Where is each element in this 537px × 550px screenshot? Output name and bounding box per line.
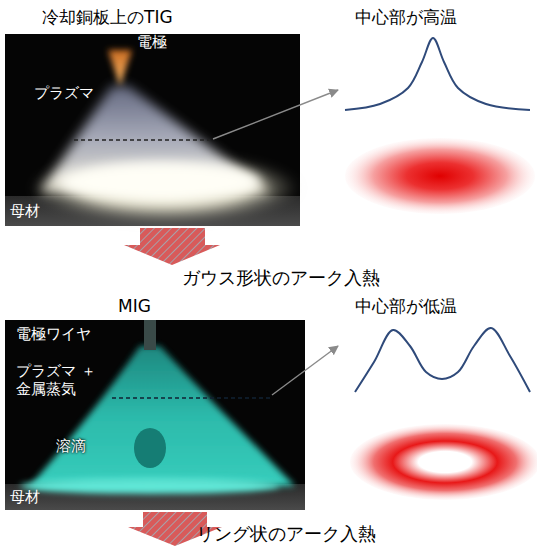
part-label: 電極ワイヤ bbox=[16, 325, 91, 343]
part-label: 電極 bbox=[137, 33, 167, 51]
ring-heat-map bbox=[350, 424, 537, 500]
plasma-core bbox=[60, 164, 260, 200]
heat-input-arrow bbox=[124, 228, 220, 265]
double-peak-curve bbox=[355, 328, 530, 392]
profile-title: 中心部が高温 bbox=[355, 7, 457, 27]
mig-photo bbox=[5, 320, 305, 510]
profile-title: 中心部が低温 bbox=[355, 296, 457, 316]
part-label: プラズマ bbox=[34, 84, 94, 102]
section-title: MIG bbox=[118, 296, 151, 316]
leader-arrow bbox=[272, 346, 338, 395]
droplet bbox=[134, 428, 166, 468]
gaussian-curve bbox=[345, 38, 530, 110]
caption-text: リング状のアーク入熱 bbox=[196, 523, 376, 545]
dashed-section bbox=[74, 139, 210, 140]
plasma-foot bbox=[20, 478, 280, 494]
photo-ground bbox=[5, 320, 305, 510]
part-label: プラズマ ＋金属蒸気 bbox=[16, 362, 108, 398]
section-title: 冷却銅板上のTIG bbox=[42, 7, 173, 27]
part-label: 溶滴 bbox=[56, 437, 86, 455]
caption-text: ガウス形状のアーク入熱 bbox=[182, 267, 380, 289]
photo-ground bbox=[5, 34, 300, 226]
gaussian-heat-map bbox=[345, 138, 535, 214]
tig-photo bbox=[5, 34, 300, 226]
electrode bbox=[108, 50, 132, 86]
leader-arrow bbox=[213, 90, 338, 139]
dashed-section bbox=[112, 397, 270, 398]
part-label: 母材 bbox=[10, 488, 40, 506]
part-label: 母材 bbox=[10, 202, 40, 220]
electrode-wire bbox=[144, 320, 156, 350]
